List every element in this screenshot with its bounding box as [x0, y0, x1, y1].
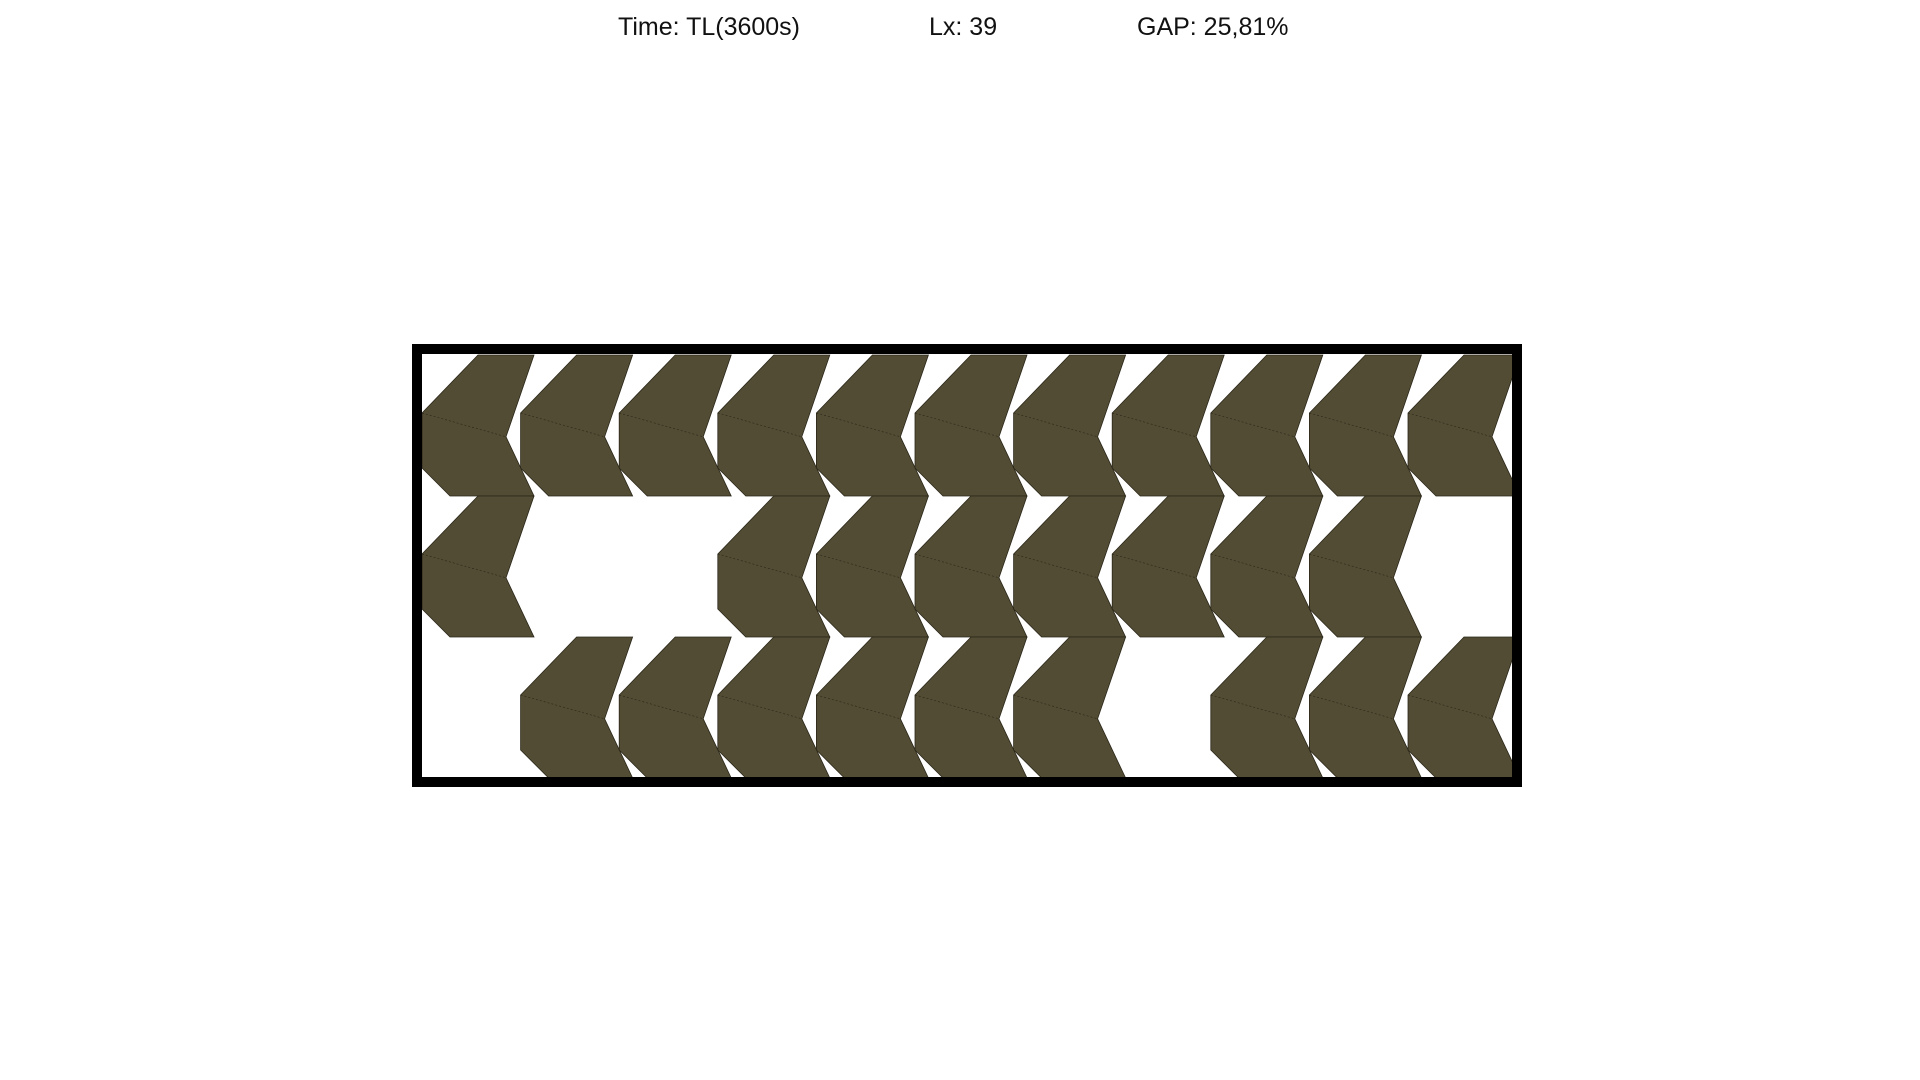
piece-seam — [717, 553, 802, 579]
chevron-piece — [1111, 354, 1225, 497]
piece-seam — [421, 412, 507, 438]
piece-seam — [816, 694, 901, 720]
chevron-piece — [1013, 495, 1127, 638]
chevron-piece — [1407, 636, 1521, 779]
time-limit-label: Time: TL(3600s) — [618, 13, 801, 41]
piece-seam — [816, 412, 901, 438]
piece-seam — [1309, 694, 1394, 720]
chevron-piece — [1013, 354, 1127, 497]
chevron-piece — [717, 495, 831, 638]
chevron-piece — [816, 636, 930, 779]
chevron-piece — [520, 636, 634, 779]
piece-seam — [619, 694, 704, 720]
chevron-piece — [1210, 636, 1324, 779]
piece-seam — [1210, 553, 1295, 579]
piece-seam — [914, 553, 1000, 579]
piece-seam — [1407, 694, 1493, 720]
strip-container — [412, 344, 1522, 787]
gap-value-label: GAP: 25,81% — [1137, 13, 1289, 41]
chevron-piece — [421, 354, 535, 497]
piece-seam — [520, 412, 605, 438]
piece-seam — [520, 694, 605, 720]
chevron-piece — [816, 495, 930, 638]
chevron-piece — [1210, 354, 1324, 497]
piece-seam — [1013, 553, 1098, 579]
piece-seam — [914, 412, 1000, 438]
chevron-piece — [914, 495, 1028, 638]
chevron-piece — [1013, 636, 1127, 779]
piece-seam — [816, 553, 901, 579]
piece-seam — [1013, 412, 1098, 438]
chevron-piece — [816, 354, 930, 497]
lx-value-label: Lx: 39 — [929, 13, 998, 41]
piece-seam — [1210, 694, 1295, 720]
piece-seam — [717, 694, 802, 720]
piece-seam — [914, 694, 1000, 720]
chevron-piece — [1111, 495, 1225, 638]
chevron-piece — [914, 354, 1028, 497]
chevron-piece — [520, 354, 634, 497]
chevron-piece — [618, 354, 732, 497]
piece-seam — [1407, 412, 1493, 438]
chevron-piece — [717, 636, 831, 779]
pieces-layer — [421, 354, 1521, 779]
chevron-piece — [717, 354, 831, 497]
chevron-piece — [1309, 636, 1423, 779]
piece-seam — [421, 553, 507, 579]
piece-seam — [1112, 412, 1197, 438]
chevron-piece — [1210, 495, 1324, 638]
chevron-piece — [421, 495, 535, 638]
piece-seam — [1309, 412, 1394, 438]
piece-seam — [1112, 553, 1197, 579]
piece-seam — [619, 412, 704, 438]
chevron-piece — [1407, 354, 1521, 497]
piece-seam — [1210, 412, 1295, 438]
chevron-piece — [1309, 495, 1423, 638]
piece-seam — [1013, 694, 1098, 720]
chevron-piece — [1309, 354, 1423, 497]
piece-seam — [717, 412, 802, 438]
chevron-piece — [914, 636, 1028, 779]
piece-seam — [1309, 553, 1394, 579]
chevron-piece — [618, 636, 732, 779]
